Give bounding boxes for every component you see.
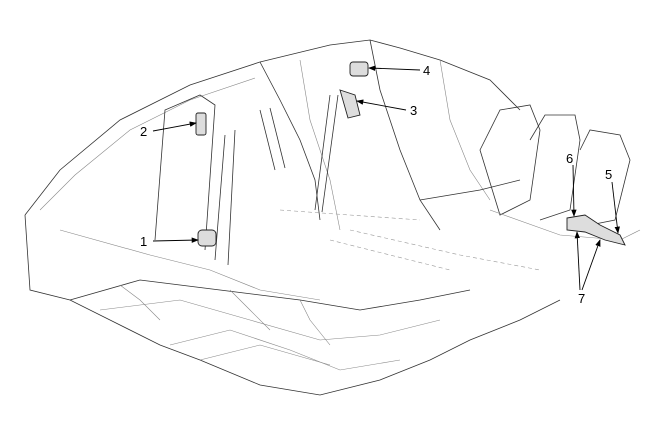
leader-4 <box>368 65 421 71</box>
height-adjuster-part <box>195 112 207 136</box>
leader-2 <box>152 121 197 132</box>
body-shell <box>24 39 641 396</box>
callout-4: 4 <box>423 63 431 78</box>
leader-7b <box>581 239 601 291</box>
callout-7: 7 <box>578 291 586 306</box>
rear-belt-guide-part <box>339 89 361 119</box>
leader-1 <box>152 237 199 243</box>
callout-1: 1 <box>140 234 148 249</box>
leader-3 <box>356 99 407 111</box>
callout-6: 6 <box>566 151 574 166</box>
rear-buckle-part <box>566 214 626 246</box>
leader-7a <box>574 231 581 291</box>
leader-5 <box>611 181 620 234</box>
leader-6 <box>571 164 577 217</box>
callout-2: 2 <box>140 124 148 139</box>
callout-3: 3 <box>410 103 418 118</box>
rear-retractor-part <box>349 61 369 77</box>
front-retractor-part <box>197 229 217 247</box>
callout-5: 5 <box>605 167 613 182</box>
